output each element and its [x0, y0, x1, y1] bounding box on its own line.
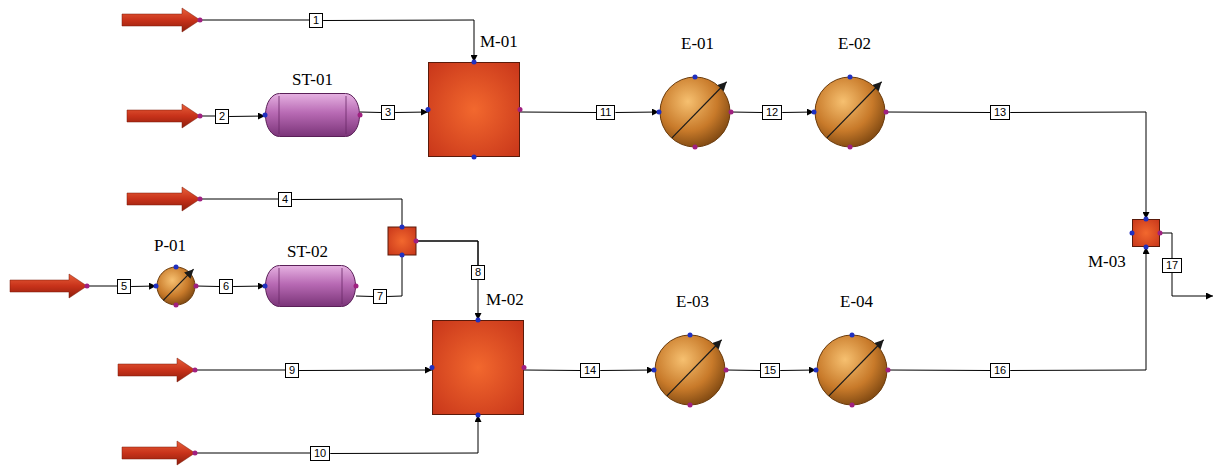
- heater-symbol: [814, 76, 886, 148]
- equipment-block: P-01: [156, 266, 196, 306]
- stream-label: 9: [289, 364, 295, 376]
- heater-symbol: [156, 266, 196, 306]
- stream-number: 8: [471, 265, 485, 280]
- equipment-block: E-02: [814, 76, 886, 148]
- equipment-tag: E-02: [838, 34, 871, 54]
- stream-number: 14: [580, 363, 600, 378]
- stream-number: 11: [596, 105, 615, 120]
- heater-symbol: [654, 334, 726, 406]
- tank-symbol: [265, 265, 356, 307]
- stream-number: 5: [117, 279, 131, 294]
- stream-number: 17: [1162, 258, 1182, 273]
- mixer-symbol: [1132, 219, 1160, 247]
- stream-line: [229, 116, 265, 118]
- stream-line: [1010, 247, 1146, 371]
- equipment-block: ST-01: [265, 93, 360, 137]
- stream-label: 7: [377, 290, 383, 302]
- stream-label: 5: [121, 280, 127, 292]
- stream-line: [888, 370, 990, 372]
- stream-number: 4: [278, 192, 292, 207]
- port-dots: [85, 18, 203, 456]
- stream-line: [196, 286, 219, 288]
- equipment-tag: E-04: [840, 292, 873, 312]
- stream-number: 13: [990, 105, 1010, 120]
- stream-line: [330, 415, 478, 454]
- stream-line: [299, 370, 432, 372]
- heater-symbol: [816, 334, 888, 406]
- stream-label: 11: [600, 106, 611, 118]
- stream-number: 10: [310, 446, 330, 461]
- stream-line: [1160, 233, 1172, 258]
- stream-label: 6: [223, 280, 229, 292]
- equipment-tag: ST-01: [292, 70, 333, 90]
- equipment-block: E-01: [659, 76, 731, 148]
- stream-line: [520, 112, 596, 114]
- equipment-block: ST-02: [265, 265, 356, 307]
- stream-label: 4: [282, 193, 288, 205]
- stream-label: 14: [584, 364, 596, 376]
- mixer-block: [388, 225, 419, 258]
- stream-line: [886, 112, 990, 114]
- equipment-tag: P-01: [154, 236, 186, 256]
- stream-line: [731, 112, 762, 114]
- stream-label: 15: [764, 364, 776, 376]
- stream-number: 7: [373, 289, 387, 304]
- equipment-block: E-04: [816, 334, 888, 406]
- feed-lines: [87, 20, 1213, 453]
- stream-line: [782, 112, 814, 114]
- stream-label: 3: [385, 106, 391, 118]
- stream-line: [726, 370, 760, 372]
- tank-symbol: [265, 93, 360, 137]
- equipment-block: M-03: [1132, 219, 1160, 247]
- stream-line: [360, 112, 381, 114]
- stream-label: 13: [994, 106, 1006, 118]
- stream-number: 15: [760, 363, 780, 378]
- stream-line: [600, 370, 654, 372]
- heater-symbol: [659, 76, 731, 148]
- feed-arrows: [10, 8, 200, 465]
- stream-line: [131, 286, 156, 288]
- stream-number: 2: [215, 109, 229, 124]
- stream-label: 8: [475, 266, 481, 278]
- stream-line: [1010, 112, 1146, 219]
- stream-number: 12: [762, 105, 782, 120]
- equipment-block: E-03: [654, 334, 726, 406]
- equipment-tag: ST-02: [287, 242, 328, 262]
- stream-line: [395, 112, 428, 114]
- equipment-block: M-01: [428, 62, 520, 157]
- stream-label: 12: [766, 106, 778, 118]
- stream-line: [780, 370, 816, 372]
- stream-label: 1: [313, 14, 319, 26]
- equipment-tag: E-03: [676, 292, 709, 312]
- stream-number: 9: [285, 363, 299, 378]
- equipment-tag: M-01: [480, 32, 518, 52]
- stream-number: 6: [219, 279, 233, 294]
- equipment-tag: E-01: [681, 34, 714, 54]
- stream-line: [524, 370, 580, 372]
- mixer-symbol: [428, 62, 520, 157]
- stream-line: [356, 296, 373, 298]
- stream-number: 16: [990, 363, 1010, 378]
- stream-line: [233, 286, 265, 288]
- stream-number: 1: [309, 13, 323, 28]
- stream-label: 10: [314, 447, 326, 459]
- stream-label: 2: [219, 110, 225, 122]
- equipment-tag: M-02: [486, 290, 524, 310]
- equipment-block: M-02: [432, 320, 524, 415]
- stream-line: [478, 280, 479, 320]
- stream-label: 16: [994, 364, 1006, 376]
- stream-line: [615, 112, 659, 114]
- stream-number: 3: [381, 105, 395, 120]
- stream-label: 17: [1166, 259, 1178, 271]
- stream-line: [323, 20, 474, 62]
- mixer-symbol: [432, 320, 524, 415]
- equipment-tag: M-03: [1088, 252, 1126, 272]
